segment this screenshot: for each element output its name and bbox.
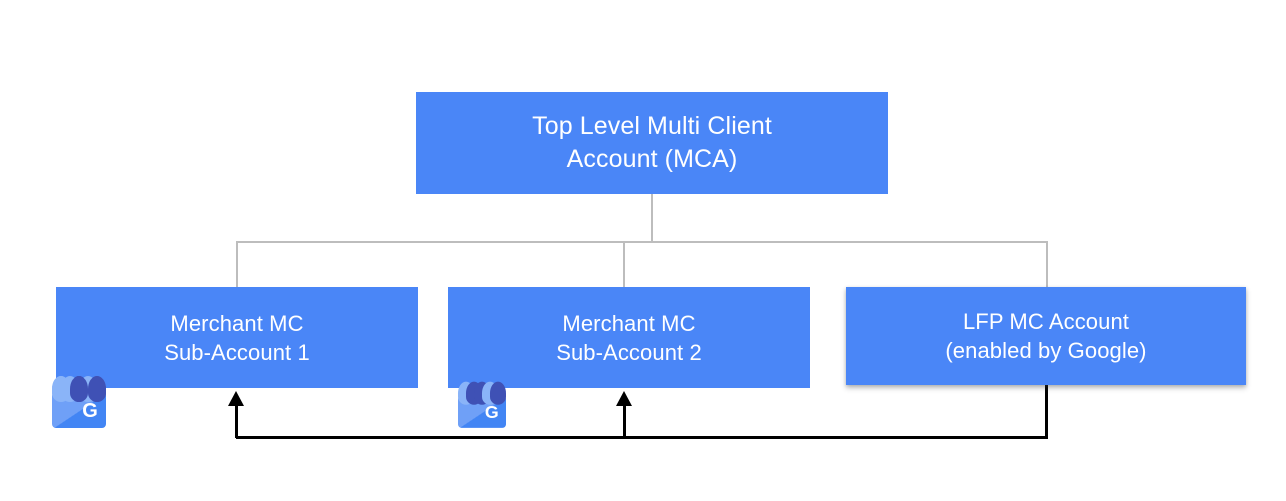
connector-drop-to-lfp	[1046, 241, 1048, 288]
feed-arrow-riser-to-sub-1	[235, 404, 238, 438]
google-my-business-storefront-icon: G	[52, 376, 106, 428]
gmb-letter-g: G	[485, 402, 499, 422]
node-merchant-sub-account-2-label: Merchant MC Sub-Account 2	[556, 310, 702, 365]
gmb-letter-g: G	[82, 400, 98, 422]
google-my-business-storefront-icon: G	[458, 381, 506, 428]
node-top-level-mca-label: Top Level Multi Client Account (MCA)	[532, 112, 772, 173]
node-merchant-sub-account-2[interactable]: Merchant MC Sub-Account 2	[448, 287, 810, 388]
connector-horizontal-bus	[236, 241, 1048, 243]
node-lfp-mc-account[interactable]: LFP MC Account (enabled by Google)	[846, 287, 1246, 385]
feed-arrow-horizontal-line	[236, 436, 1048, 439]
arrowhead-up-icon-sub-1	[228, 391, 244, 406]
connector-drop-to-sub-2	[623, 241, 625, 288]
arrowhead-up-icon-sub-2	[616, 391, 632, 406]
feed-arrow-riser-from-lfp	[1045, 385, 1048, 438]
node-merchant-sub-account-1-label: Merchant MC Sub-Account 1	[164, 310, 310, 365]
connector-top-stem	[651, 194, 653, 243]
node-top-level-mca[interactable]: Top Level Multi Client Account (MCA)	[416, 92, 888, 194]
connector-drop-to-sub-1	[236, 241, 238, 288]
node-merchant-sub-account-1[interactable]: Merchant MC Sub-Account 1	[56, 287, 418, 388]
node-lfp-mc-account-label: LFP MC Account (enabled by Google)	[945, 309, 1147, 363]
feed-arrow-riser-to-sub-2	[623, 404, 626, 438]
